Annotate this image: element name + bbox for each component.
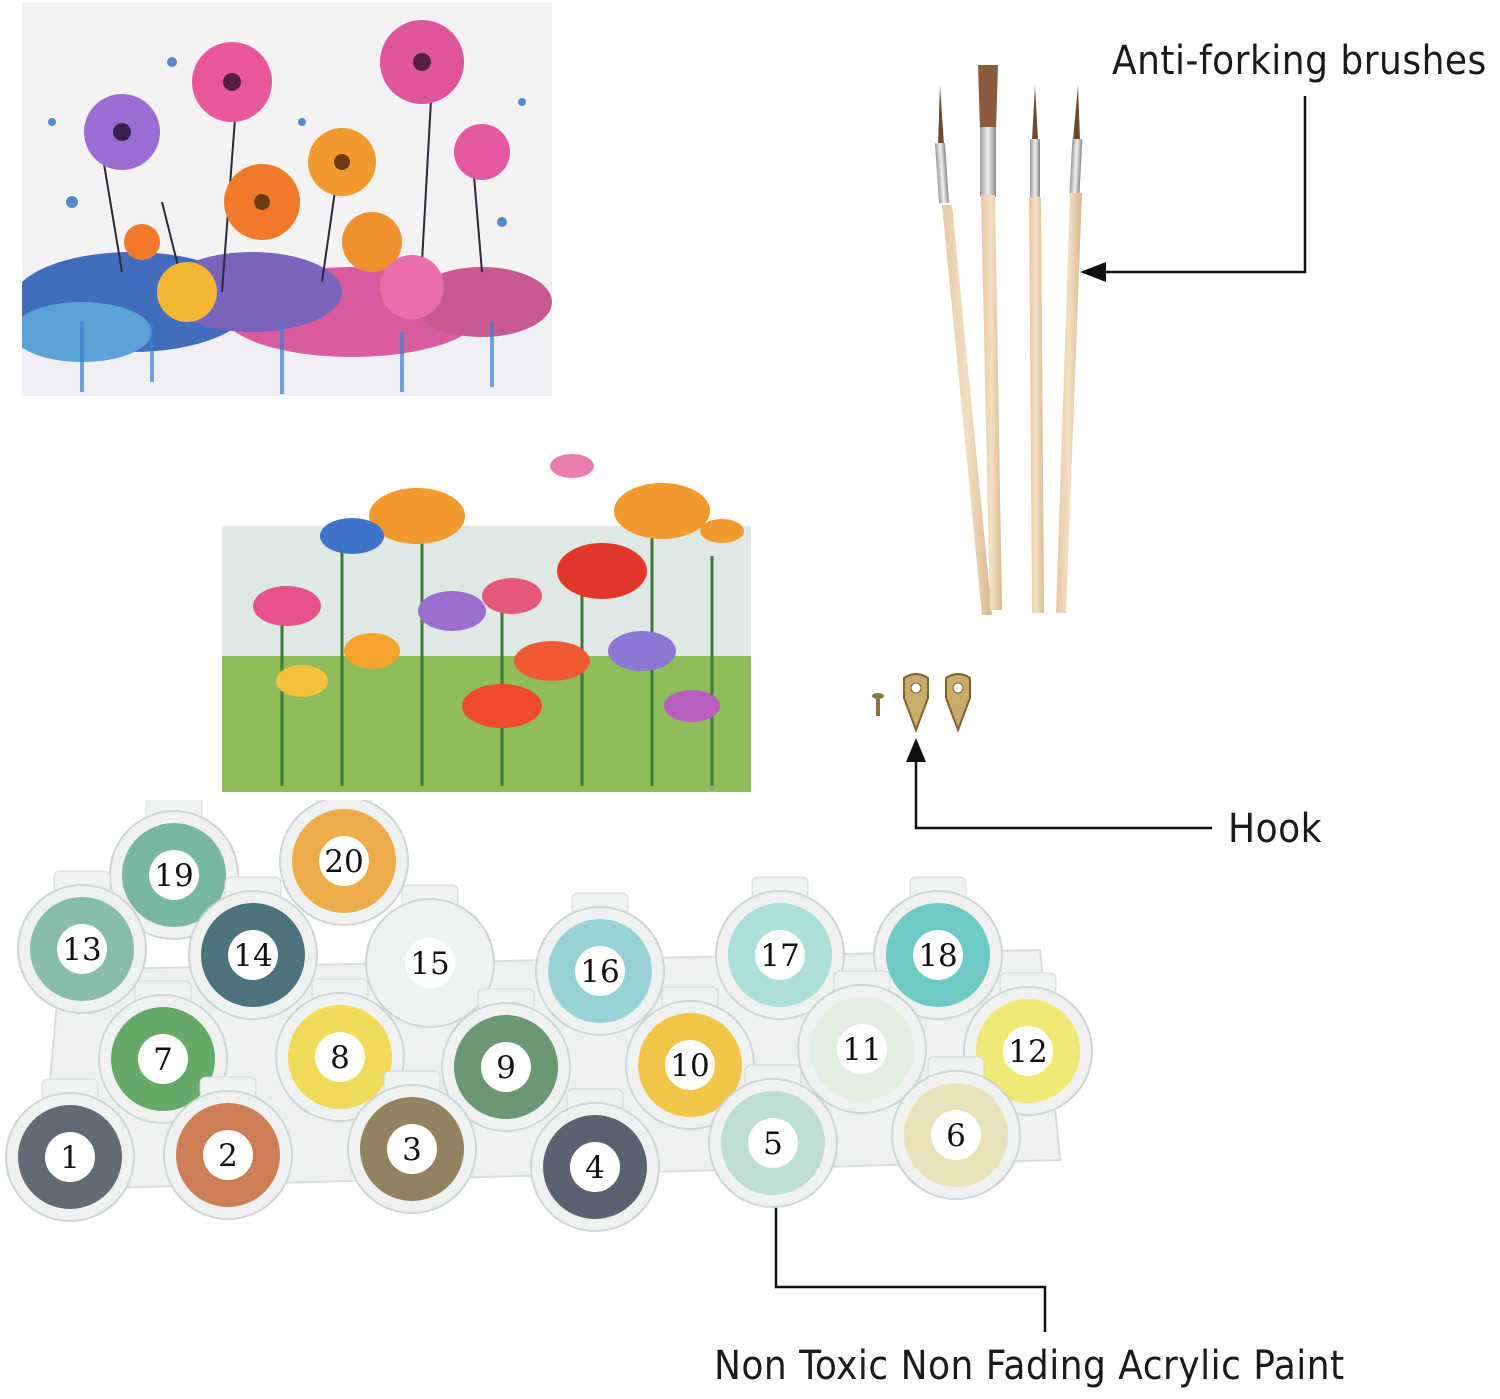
pot-number: 14 [233, 938, 272, 974]
pot-number: 3 [402, 1132, 422, 1168]
pot-number: 17 [760, 938, 799, 974]
paint-pot-2: 2 [163, 1076, 293, 1220]
paint-pot-4: 4 [530, 1088, 660, 1232]
pot-number-sticker [575, 946, 625, 996]
painting-poppy-meadow [222, 406, 751, 792]
paint-pot-7: 7 [98, 980, 228, 1124]
label-paint: Non Toxic Non Fading Acrylic Paint [714, 1343, 1345, 1389]
sawtooth-hook-icon [872, 673, 971, 733]
pot-number: 10 [670, 1048, 709, 1084]
pot-number: 11 [842, 1032, 881, 1068]
painting-splatter-flowers [22, 2, 552, 396]
arrow-brushes-icon [1080, 262, 1106, 282]
pot-number-sticker [665, 1040, 715, 1090]
paint-pot-14: 14 [188, 876, 318, 1020]
paint-pot-10: 10 [625, 986, 755, 1130]
pot-number-sticker [837, 1024, 887, 1074]
pot-number: 2 [218, 1138, 238, 1174]
pot-number-sticker [931, 1110, 981, 1160]
paint-pot-11: 11 [797, 970, 927, 1114]
pot-number: 18 [918, 938, 957, 974]
paint-pot-19: 19 [109, 800, 239, 940]
splatter-flowers-image [22, 20, 552, 396]
pot-number: 1 [60, 1140, 80, 1176]
paint-pot-3: 3 [347, 1070, 477, 1214]
hook-set [866, 668, 986, 743]
paint-pot-13: 13 [17, 870, 147, 1014]
pot-number: 16 [580, 954, 619, 990]
pot-number-sticker [45, 1132, 95, 1182]
label-hook: Hook [1228, 806, 1322, 852]
pot-number-sticker [755, 930, 805, 980]
paint-pot-16: 16 [535, 892, 665, 1036]
paint-pot-6: 6 [891, 1056, 1021, 1200]
paint-pot-9: 9 [441, 988, 571, 1132]
arrow-hook-icon [906, 738, 926, 762]
poppy-meadow-image [222, 454, 751, 792]
pot-number-sticker [405, 938, 455, 988]
pot-number-sticker [570, 1142, 620, 1192]
pot-number: 20 [324, 844, 363, 880]
pot-number: 6 [946, 1118, 966, 1154]
pot-number-sticker [748, 1118, 798, 1168]
pot-number-sticker [315, 1032, 365, 1082]
pot-number-sticker [57, 924, 107, 974]
pot-number-sticker [481, 1042, 531, 1092]
paintbrush-icon [934, 65, 1083, 615]
pot-number-sticker [149, 850, 199, 900]
brush-set [920, 55, 1100, 620]
pot-number: 19 [154, 858, 193, 894]
label-brushes: Anti-forking brushes [1112, 38, 1487, 84]
pot-number: 5 [763, 1126, 783, 1162]
pot-number-sticker [387, 1124, 437, 1174]
pot-number-sticker [203, 1130, 253, 1180]
paint-pot-15: 15 [365, 884, 495, 1028]
paint-pot-17: 17 [715, 876, 845, 1020]
paint-pot-1: 1 [5, 1078, 135, 1222]
paint-pot-18: 18 [873, 876, 1003, 1020]
pot-number: 12 [1008, 1034, 1047, 1070]
pot-number: 15 [410, 946, 449, 982]
pot-number: 8 [330, 1040, 350, 1076]
pot-number-sticker [1003, 1026, 1053, 1076]
pot-number-sticker [138, 1034, 188, 1084]
pot-number: 4 [585, 1150, 605, 1186]
paint-pot-20: 20 [279, 800, 409, 926]
pot-number: 9 [496, 1050, 516, 1086]
pot-number-sticker [228, 930, 278, 980]
pot-number: 7 [153, 1042, 173, 1078]
pot-number: 13 [62, 932, 101, 968]
paint-pot-8: 8 [275, 978, 405, 1122]
paint-pot-12: 12 [963, 972, 1093, 1116]
paint-pot-5: 5 [708, 1064, 838, 1208]
pot-number-sticker [913, 930, 963, 980]
pot-number-sticker [319, 836, 369, 886]
